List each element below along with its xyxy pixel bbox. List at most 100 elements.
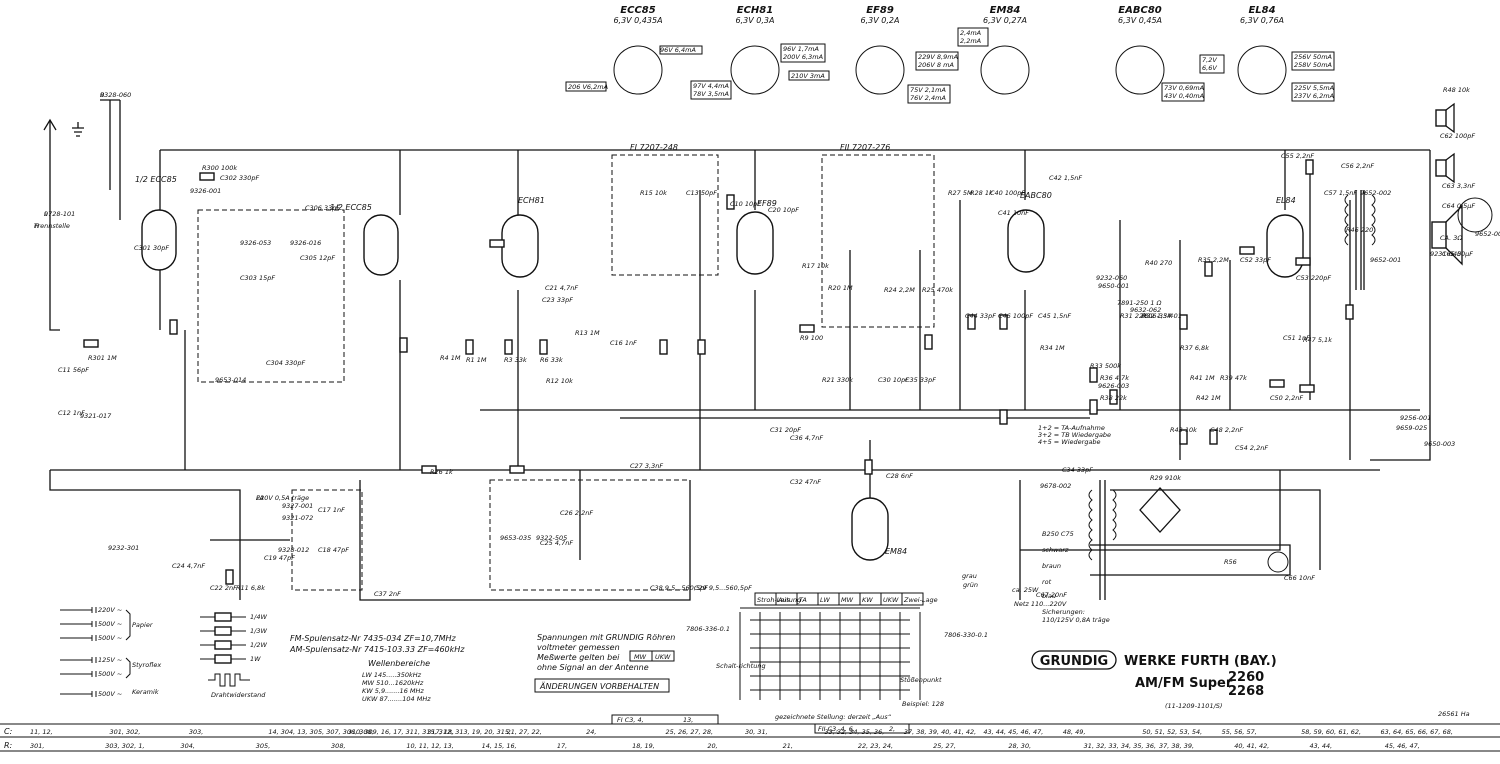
svg-text:76V 2,4mA: 76V 2,4mA [910,94,946,102]
component-label: R4 1M [440,354,461,362]
component-label: 110/125V 0,8A träge [1042,616,1110,624]
legend-voltage: 500V ~ [98,690,122,698]
svg-text:EF89: EF89 [757,199,777,208]
switch-button-label: MW [841,596,854,604]
index-entry: 317, 18, [427,728,454,736]
component-label: C42 1,5nF [1049,174,1082,182]
svg-text:EL84: EL84 [1276,196,1296,205]
legend-wattage: 1/4W [250,613,267,621]
component-label: C30 10pF [878,376,909,384]
legend-resistor [214,612,232,622]
component-label: R31 22k [1120,312,1147,320]
component-label: R21 330k [822,376,853,384]
svg-text:gezeichnete Stellung: derzeit: gezeichnete Stellung: derzeit „Aus“ [775,713,892,721]
component-label: 9626-003 [1098,382,1129,390]
component-label: C45 1,5nF [1038,312,1071,320]
component-label: R9 100 [800,334,823,342]
switch-button-label: KW [862,596,873,604]
svg-text:6,3V 0,3A: 6,3V 0,3A [736,16,775,25]
component-marks [83,159,1354,585]
pinout-em84: EM84 6,3V 0,27A 2,4mA 2,2mA [957,5,1030,95]
svg-text:6,3V 0,27A: 6,3V 0,27A [983,16,1027,25]
model-1: 2260 [1228,670,1264,685]
component-label: R15 10k [640,189,667,197]
legend-voltage: 125V ~ [98,656,122,664]
legend-capacitors: 220V ~500V ~500V ~125V ~500V ~500V ~ Pap… [60,606,161,698]
component-label: R33 500k [1090,362,1121,370]
component-label: C38 9,5...560,5pF [650,584,708,592]
index-entry: 30, 31, [745,728,768,736]
component-label: R40 270 [1145,259,1172,267]
component-label: 9728-101 [44,210,75,218]
component-label: R46 220 [1346,226,1373,234]
index-entry: 48, 49, [1063,728,1086,736]
svg-text:13,: 13, [683,716,693,724]
component-label: 9232-301 [108,544,139,552]
component-label: R37 6,8k [1180,344,1209,352]
index-entry: 55, 56, 57, [1222,728,1257,736]
am-coil-set: AM-Spulensatz-Nr 7415-103.33 ZF=460kHz [289,645,465,654]
component-label: R43 10k [1170,426,1197,434]
svg-text:Beispiel: 128: Beispiel: 128 [902,700,944,708]
svg-text:LW 145.....350kHz: LW 145.....350kHz [362,671,422,679]
component-label: C50 2,2nF [1270,394,1303,402]
component-label: 9678-002 [1040,482,1071,490]
component-label: B250 C75 [1042,530,1074,538]
svg-text:EABC80: EABC80 [1118,5,1161,16]
component-label: 9652-003 [1475,230,1500,238]
product: AM/FM Super [1135,676,1233,691]
component-label: R20 1M [828,284,853,292]
component-label: C44 33pF [965,312,996,320]
svg-text:6,3V 0,45A: 6,3V 0,45A [1118,16,1162,25]
sheet-number: 26561 Ha [1438,710,1470,718]
model-2: 2268 [1228,684,1264,699]
legend-voltage: 500V ~ [98,620,122,628]
component-label: C48 2,2nF [1210,426,1243,434]
legend-wattage: 1/2W [250,641,267,649]
svg-text:Stößenpunkt: Stößenpunkt [900,676,942,684]
svg-text:96V 1,7mA: 96V 1,7mA [783,45,819,53]
component-label: L [44,210,48,218]
component-label: FA [256,494,264,502]
index-entry: 50, 51, 52, 53, 54, [1142,728,1202,736]
legend-voltage: 220V ~ [98,606,122,614]
voltage-note: Spannungen mit GRUNDIG Röhren voltmeter … [534,633,675,693]
component-label: R48 10k [1443,86,1470,94]
component-label: C35 33pF [905,376,936,384]
svg-text:ECH81: ECH81 [518,196,545,205]
tube-ech81: ECH81 [501,196,545,278]
shield-boxes [197,154,935,591]
index-entry: 14, 15, 16, [482,742,517,750]
svg-text:EABC80: EABC80 [1020,191,1052,200]
component-label: R36 4,7k [1100,374,1129,382]
svg-text:225V 5,5mA: 225V 5,5mA [1294,84,1334,92]
tube-symbols: 1/2 ECC85 1/2 ECC85 ECH81 EF89 EABC80 EL… [135,175,1304,561]
svg-text:EL84: EL84 [1248,5,1275,16]
svg-text:206 V6,2mA: 206 V6,2mA [568,83,608,91]
index-entry: 25, 27, [933,742,956,750]
component-label: R56 [1224,558,1237,566]
switch-button-label: TA [799,596,807,604]
svg-text:Schalt-richtung: Schalt-richtung [716,662,766,670]
svg-text:KW 5,9.......16 MHz: KW 5,9.......16 MHz [362,687,424,695]
component-label: grün [963,581,978,589]
component-label: 9256-001 [1400,414,1431,422]
component-label: C18 47pF [318,546,349,554]
legend-resistor [214,640,232,650]
component-label: C54 2,2nF [1235,444,1268,452]
component-label: schwarz [1042,546,1069,554]
component-label: R32 1,5M [1142,312,1173,320]
component-label: C51 1nF [1283,334,1310,342]
index-entry: 43, 44, [1309,742,1332,750]
svg-text:237V 6,2mA: 237V 6,2mA [1294,92,1334,100]
wiring [43,99,1431,601]
index-entry: 33, 32, 34, 35, 36, [824,728,884,736]
component-label: C302 330pF [220,174,260,182]
index-row-c-label: C: [4,727,13,736]
svg-text:Papier: Papier [132,621,154,629]
svg-text:FII C3, 4, 6,: FII C3, 4, 6, [818,725,855,733]
component-label: R42 1M [1196,394,1221,402]
tube-pinouts: ECC85 6,3V 0,435A 96V 6,4mA 206 V6,2mA E… [565,5,1335,104]
output-section [1344,102,1493,290]
